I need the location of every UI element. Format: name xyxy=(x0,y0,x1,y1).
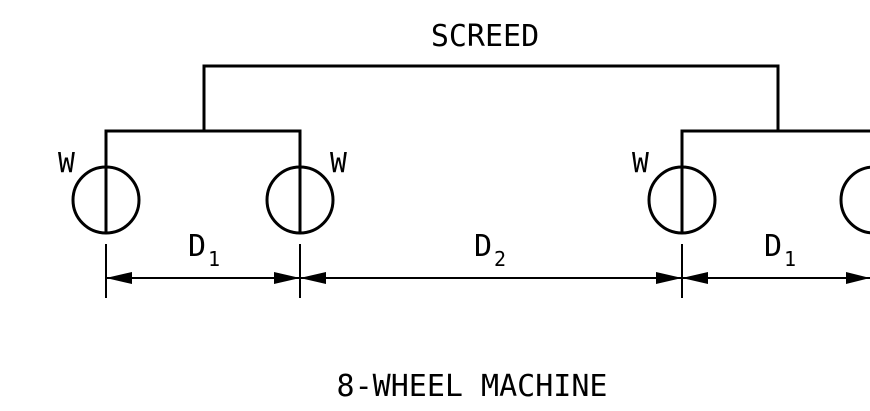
screed-title: SCREED xyxy=(431,19,539,54)
dimension-line-d1-right xyxy=(682,272,870,284)
svg-text:1: 1 xyxy=(208,247,220,271)
svg-text:D: D xyxy=(188,229,206,264)
wheel-label-2: W xyxy=(330,146,347,179)
svg-text:D: D xyxy=(474,229,492,264)
dimension-line-d1-left xyxy=(106,272,300,284)
dimension-label-d1-right: D 1 xyxy=(764,229,796,271)
svg-text:2: 2 xyxy=(494,247,506,271)
dimension-label-d2: D 2 xyxy=(474,229,506,271)
wheel-label-3: W xyxy=(632,146,649,179)
extension-lines xyxy=(105,244,683,298)
wheel-4 xyxy=(839,165,870,235)
dimension-line-d2 xyxy=(300,272,682,284)
svg-text:D: D xyxy=(764,229,782,264)
dimension-label-d1-left: D 1 xyxy=(188,229,220,271)
diagram-caption: 8-WHEEL MACHINE xyxy=(337,369,608,404)
screed-frame xyxy=(202,64,780,133)
wheel-centerlines xyxy=(104,129,684,234)
svg-text:1: 1 xyxy=(784,247,796,271)
wheel-label-1: W xyxy=(58,146,75,179)
